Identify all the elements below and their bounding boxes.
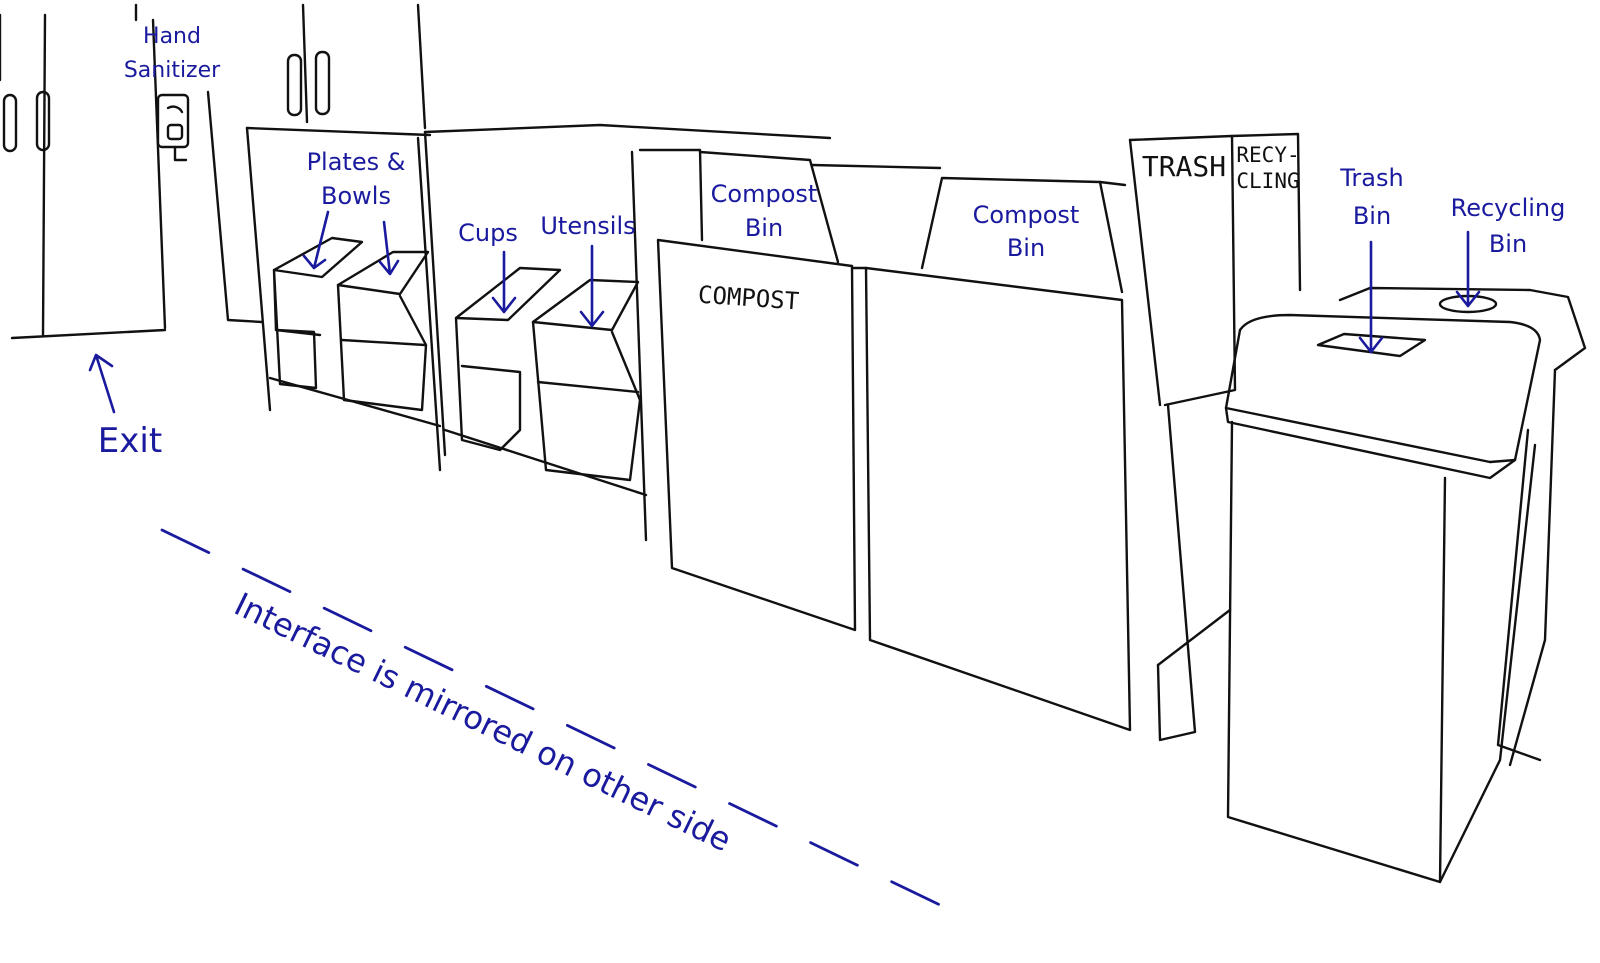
cabinet-wall <box>206 3 427 324</box>
shelf-plates-bowls <box>245 126 442 472</box>
utensils-label: Utensils <box>540 212 635 240</box>
exit-arrow <box>88 353 116 414</box>
hand-sanitizer-label-line-1: Hand <box>143 24 201 49</box>
compost-bin-2-label-line-1: Compost <box>973 201 1080 229</box>
plates-arrow <box>302 210 330 270</box>
utensils-arrow <box>579 244 605 328</box>
compost-sign: COMPOST <box>697 281 800 316</box>
trash-recycling-signboard: TRASH RECY- CLING <box>1128 132 1302 742</box>
plates-bowls-label-line-1: Plates & <box>307 148 406 176</box>
compost-bin-2-label-line-2: Bin <box>1007 234 1045 262</box>
cups-label: Cups <box>458 219 518 247</box>
exit-doors <box>0 3 167 340</box>
exit-label: Exit <box>98 421 162 461</box>
annotation-arrows <box>88 210 1481 414</box>
recycling-bin-label-line-2: Bin <box>1489 230 1527 258</box>
recycling-sign-line-1: RECY- <box>1236 143 1299 167</box>
recycling-bin-label-line-1: Recycling <box>1451 194 1566 222</box>
mirror-dashed-line <box>160 528 942 907</box>
trash-bin-arrow <box>1358 240 1384 354</box>
bowls-arrow <box>378 220 400 276</box>
recycling-bin-arrow <box>1455 230 1481 308</box>
trash-bin-label-line-2: Bin <box>1353 202 1391 230</box>
recycling-bin <box>1338 286 1587 767</box>
plates-bowls-label-line-2: Bowls <box>321 182 391 210</box>
annotation-labels: Hand Sanitizer Exit Plates & Bowls Cups … <box>98 24 1566 859</box>
hand-sanitizer-label-line-2: Sanitizer <box>124 58 221 83</box>
trash-sign: TRASH <box>1142 150 1226 183</box>
compost-bin-1-label-line-1: Compost <box>711 180 818 208</box>
recycling-sign-line-2: CLING <box>1236 169 1299 193</box>
shelf-cups-utensils <box>423 123 832 542</box>
compost-bin-2 <box>850 176 1132 732</box>
compost-bin-1: COMPOST <box>638 148 942 632</box>
cups-arrow <box>491 250 517 314</box>
trash-bin-label-line-1: Trash <box>1339 164 1403 192</box>
hand-sanitizer-dispenser <box>156 93 190 162</box>
trash-bin <box>1224 313 1542 884</box>
mirrored-note: Interface is mirrored on other side <box>228 585 737 859</box>
compost-bin-1-label-line-2: Bin <box>745 214 783 242</box>
